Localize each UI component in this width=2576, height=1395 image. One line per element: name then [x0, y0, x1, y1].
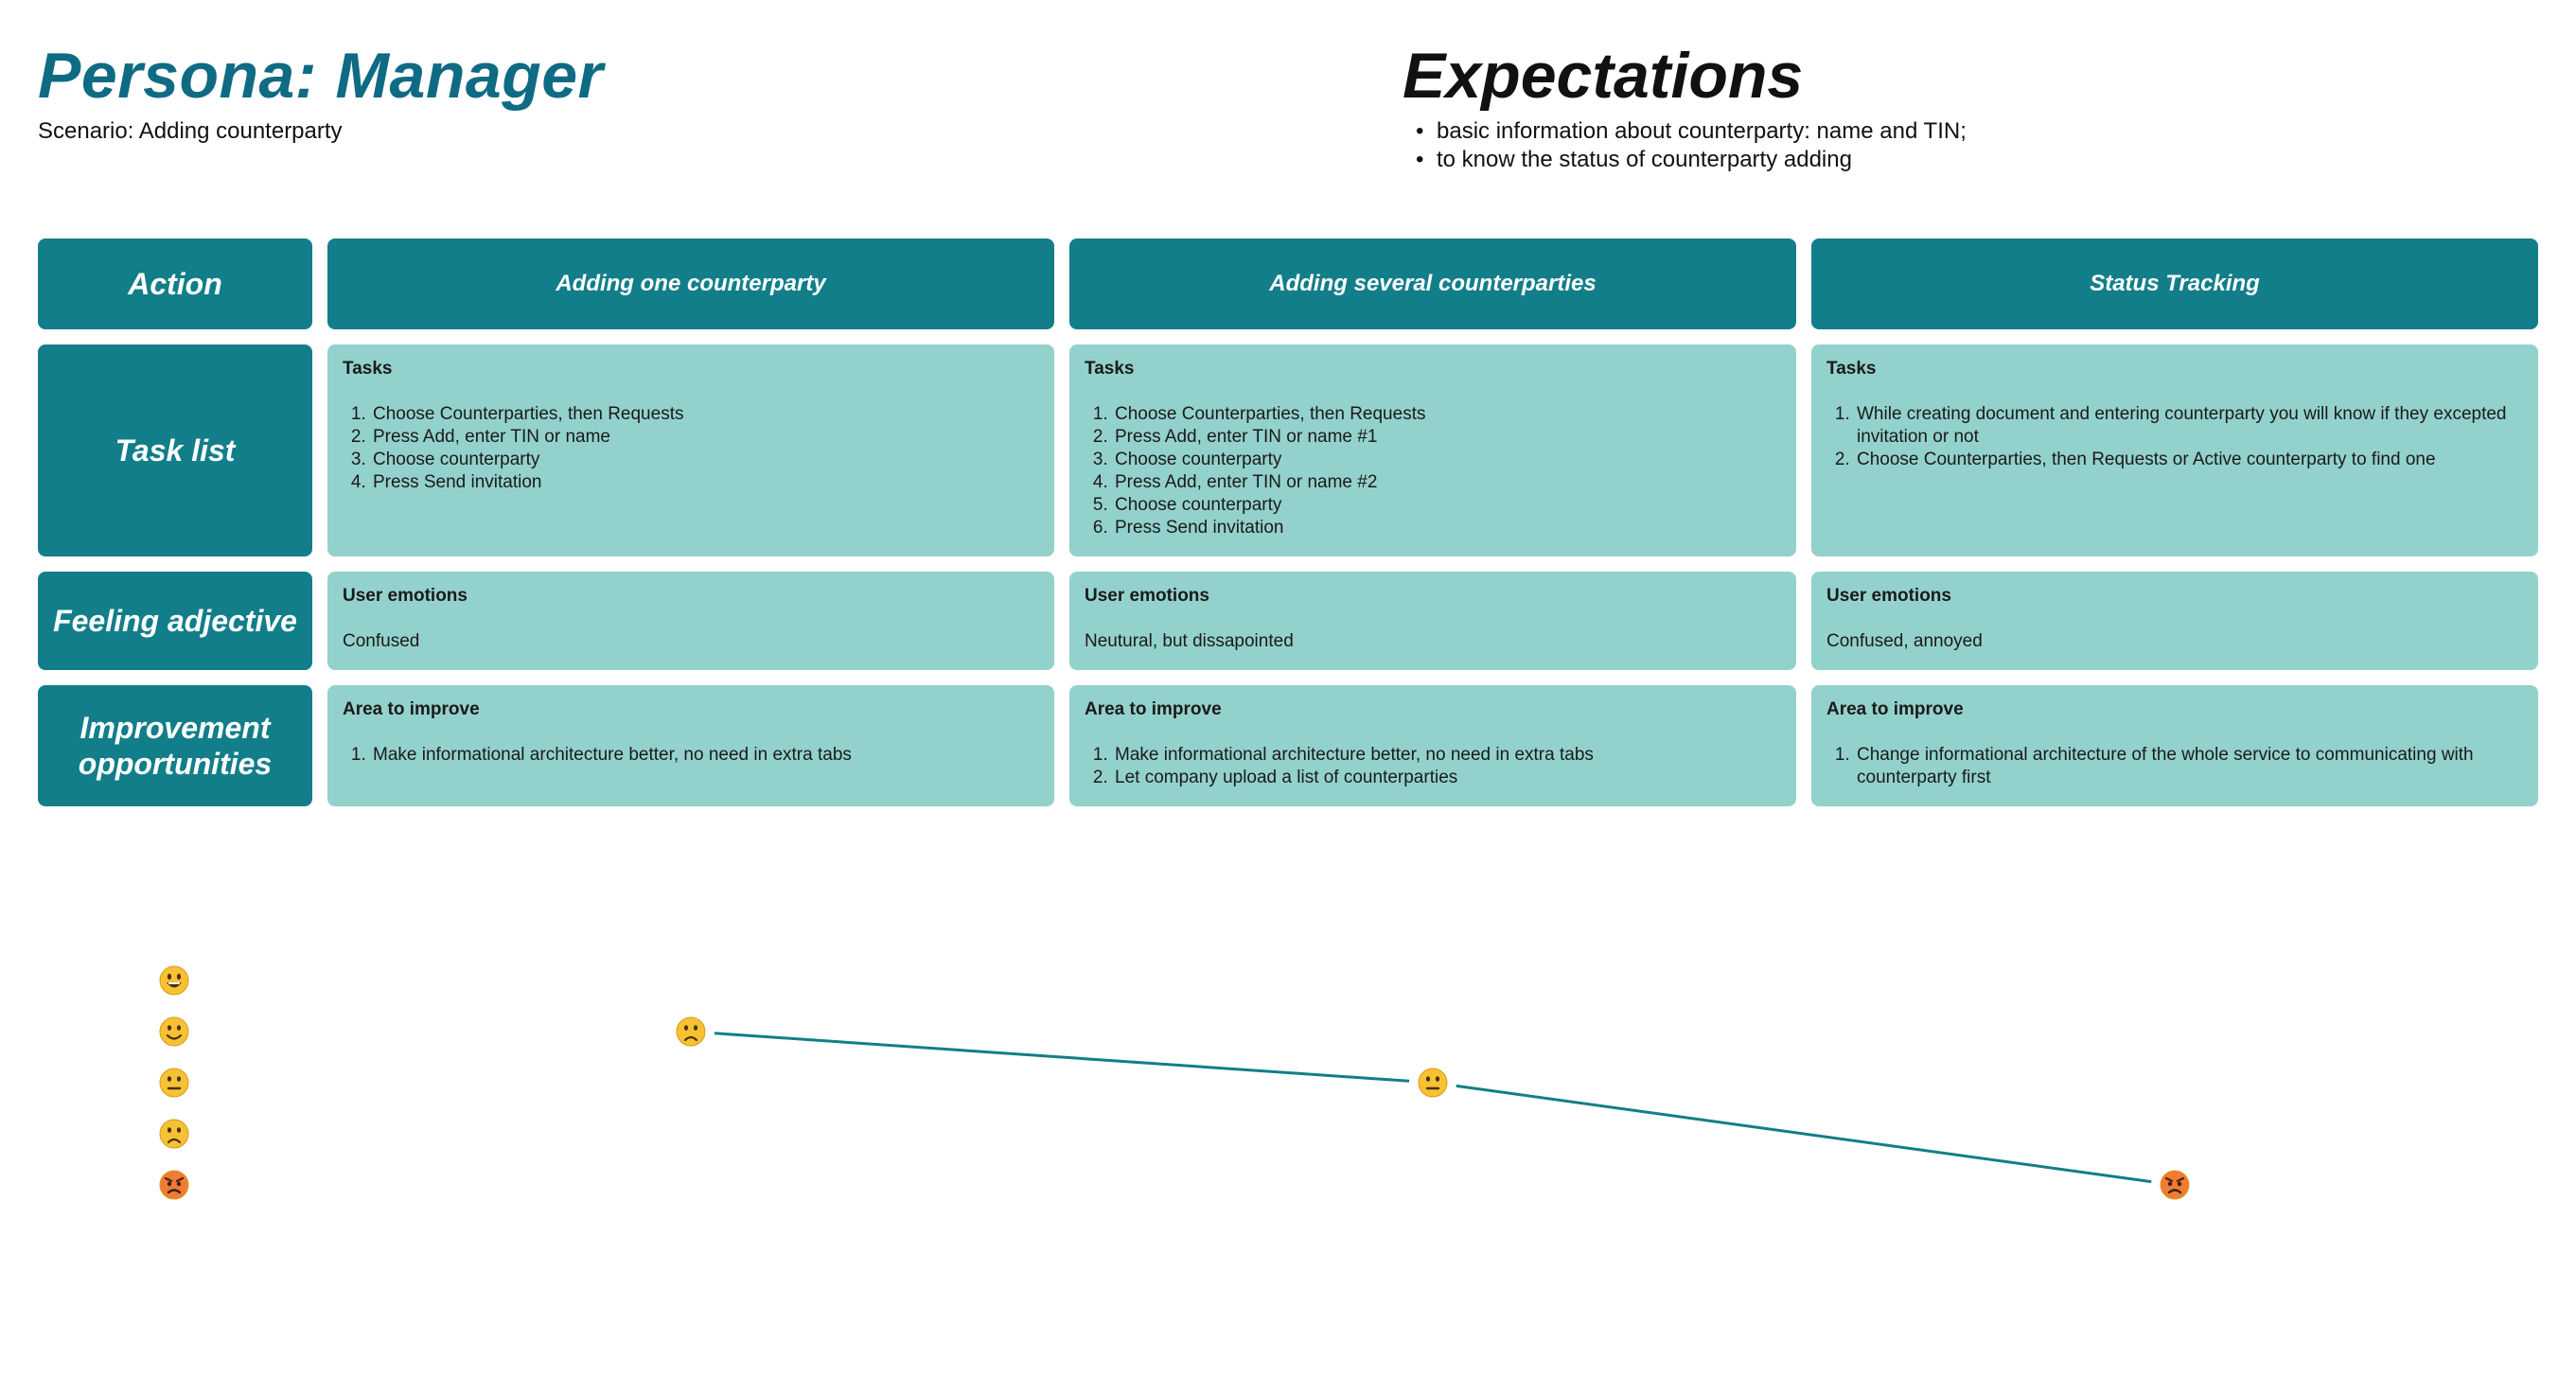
tasks-card-title: Tasks: [343, 359, 393, 379]
row-label-task-list: Task list: [38, 344, 312, 556]
task-item: While creating document and entering cou…: [1855, 403, 2523, 449]
tasks-card-title: Tasks: [1085, 359, 1135, 379]
improve-item: Make informational architecture better, …: [371, 744, 1039, 767]
expectation-item: basic information about counterparty: na…: [1416, 117, 1967, 146]
column-heading: Status Tracking: [1811, 238, 2538, 329]
improve-card: Area to improve Make informational archi…: [327, 685, 1054, 806]
curve-point-slightly-frowning-icon: [676, 1016, 706, 1047]
improve-card-title: Area to improve: [1085, 699, 1222, 719]
emotions-text: Confused, annoyed: [1826, 631, 1983, 651]
emotions-card: User emotions Confused, annoyed: [1811, 572, 2538, 670]
column-heading: Adding several counterparties: [1069, 238, 1796, 329]
improve-card: Area to improve Change informational arc…: [1811, 685, 2538, 806]
row-label-improvement: Improvement opportunities: [38, 685, 312, 806]
task-item: Choose counterparty: [1113, 449, 1781, 471]
grinning-face-icon: [159, 965, 189, 996]
emotions-card-title: User emotions: [1085, 586, 1209, 606]
improve-item: Let company upload a list of counterpart…: [1113, 767, 1781, 789]
row-label-action: Action: [38, 238, 312, 329]
task-item: Choose counterparty: [371, 449, 1039, 471]
expectations-title: Expectations: [1403, 40, 1804, 112]
task-item: Choose counterparty: [1113, 494, 1781, 517]
angry-face-icon: [159, 1170, 189, 1200]
row-label-feeling: Feeling adjective: [38, 572, 312, 670]
task-item: Press Add, enter TIN or name #2: [1113, 471, 1781, 494]
task-list: Choose Counterparties, then Requests Pre…: [1085, 403, 1781, 539]
tasks-card: Tasks Choose Counterparties, then Reques…: [327, 344, 1054, 556]
improve-list: Change informational architecture of the…: [1826, 744, 2523, 789]
task-item: Choose Counterparties, then Requests: [371, 403, 1039, 426]
emotions-card: User emotions Confused: [327, 572, 1054, 670]
smiling-face-icon: [159, 1016, 189, 1047]
task-item: Press Send invitation: [371, 471, 1039, 494]
improve-card-title: Area to improve: [343, 699, 480, 719]
column-heading: Adding one counterparty: [327, 238, 1054, 329]
tasks-card-title: Tasks: [1826, 359, 1877, 379]
improve-item: Make informational architecture better, …: [1113, 744, 1781, 767]
curve-point-neutral-icon: [1418, 1068, 1448, 1098]
emotions-card: User emotions Neutural, but dissapointed: [1069, 572, 1796, 670]
emotion-curve-segment: [1456, 1084, 2152, 1184]
scenario-text: Scenario: Adding counterparty: [38, 118, 343, 144]
expectation-item: to know the status of counterparty addin…: [1416, 146, 1967, 174]
improve-list: Make informational architecture better, …: [1085, 744, 1781, 789]
emotions-text: Confused: [343, 631, 420, 651]
task-item: Choose Counterparties, then Requests or …: [1855, 449, 2523, 471]
task-item: Press Add, enter TIN or name: [371, 426, 1039, 449]
task-list: Choose Counterparties, then Requests Pre…: [343, 403, 1039, 494]
task-list: While creating document and entering cou…: [1826, 403, 2523, 471]
task-item: Press Add, enter TIN or name #1: [1113, 426, 1781, 449]
tasks-card: Tasks While creating document and enteri…: [1811, 344, 2538, 556]
expectations-list: basic information about counterparty: na…: [1416, 117, 1967, 174]
improve-list: Make informational architecture better, …: [343, 744, 1039, 767]
journey-grid: Action Adding one counterparty Adding se…: [38, 238, 2538, 806]
emotions-card-title: User emotions: [343, 586, 468, 606]
neutral-face-icon: [159, 1068, 189, 1098]
improve-card-title: Area to improve: [1826, 699, 1964, 719]
improve-item: Change informational architecture of the…: [1855, 744, 2523, 789]
tasks-card: Tasks Choose Counterparties, then Reques…: [1069, 344, 1796, 556]
slightly-frowning-face-icon: [159, 1119, 189, 1149]
persona-title: Persona: Manager: [38, 40, 604, 112]
task-item: Press Send invitation: [1113, 517, 1781, 539]
curve-point-angry-icon: [2160, 1170, 2190, 1200]
task-item: Choose Counterparties, then Requests: [1113, 403, 1781, 426]
improve-card: Area to improve Make informational archi…: [1069, 685, 1796, 806]
emotions-card-title: User emotions: [1826, 586, 1951, 606]
emotions-text: Neutural, but dissapointed: [1085, 631, 1294, 651]
emotion-curve-segment: [714, 1032, 1410, 1083]
